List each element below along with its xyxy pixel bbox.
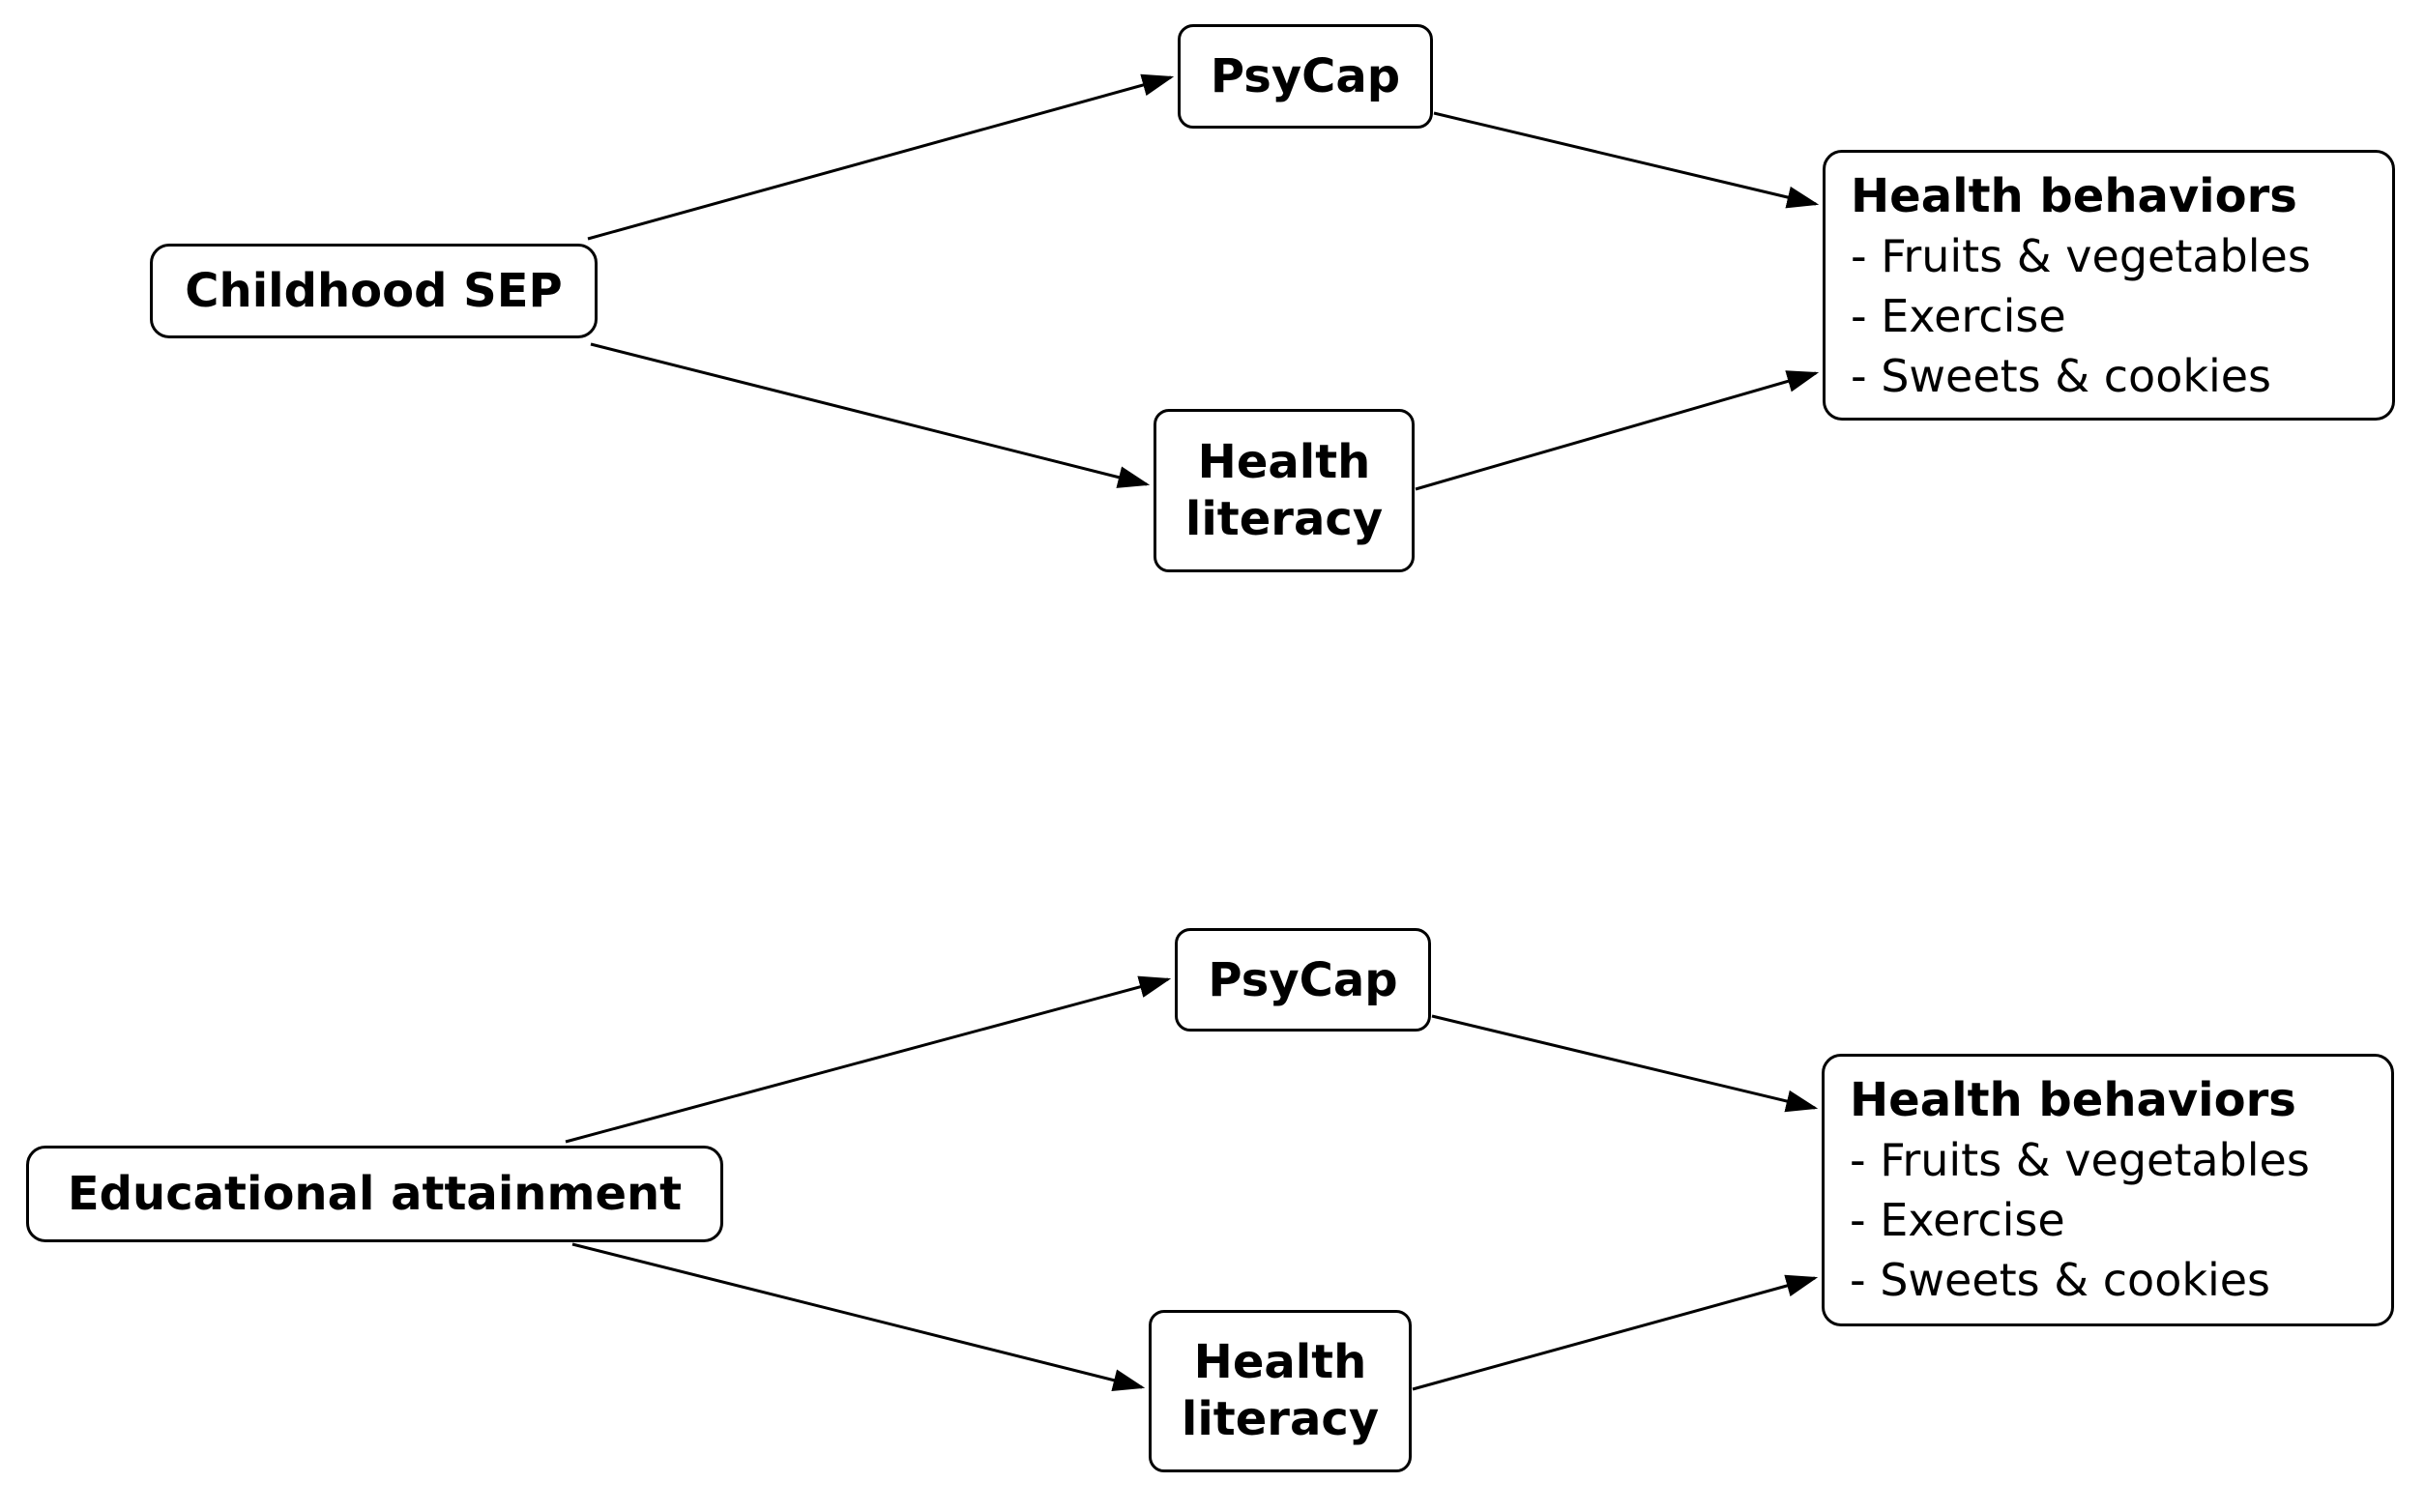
- node-health-literacy-top: Health literacy: [1154, 409, 1415, 572]
- node-health-literacy-top-label: Health literacy: [1184, 434, 1384, 546]
- health-behaviors-top-list: - Fruits & vegetables - Exercise - Sweet…: [1851, 226, 2382, 406]
- list-item: - Exercise: [1851, 290, 2066, 342]
- arrow-childhood-sep-to-health-literacy: [590, 342, 1151, 488]
- node-psycap-top: PsyCap: [1178, 24, 1433, 129]
- arrow-edu-attainment-to-psycap: [565, 975, 1172, 1144]
- list-item: - Exercise: [1850, 1194, 2065, 1246]
- arrow-health-literacy-to-health-behaviors-bottom: [1412, 1274, 1819, 1391]
- node-health-behaviors-bottom: Health behaviors - Fruits & vegetables -…: [1822, 1054, 2394, 1326]
- arrow-psycap-to-health-behaviors-top: [1433, 111, 1820, 209]
- node-educational-attainment: Educational attainment: [26, 1146, 723, 1242]
- arrow-childhood-sep-to-psycap: [587, 73, 1175, 241]
- health-behaviors-top-title: Health behaviors: [1851, 169, 2297, 223]
- arrow-edu-attainment-to-health-literacy: [571, 1242, 1146, 1391]
- node-health-literacy-bottom: Health literacy: [1149, 1310, 1412, 1472]
- health-behaviors-bottom-list: - Fruits & vegetables - Exercise - Sweet…: [1850, 1130, 2381, 1310]
- list-item: - Fruits & vegetables: [1850, 1134, 2310, 1186]
- node-health-literacy-bottom-label: Health literacy: [1181, 1335, 1380, 1446]
- arrow-health-literacy-to-health-behaviors-top: [1415, 370, 1820, 491]
- node-psycap-top-label: PsyCap: [1210, 49, 1401, 103]
- node-psycap-bottom-label: PsyCap: [1208, 952, 1398, 1007]
- node-psycap-bottom: PsyCap: [1175, 928, 1431, 1032]
- list-item: - Sweets & cookies: [1850, 1254, 2271, 1306]
- node-health-behaviors-top: Health behaviors - Fruits & vegetables -…: [1823, 150, 2395, 421]
- health-behaviors-bottom-content: Health behaviors - Fruits & vegetables -…: [1850, 1070, 2381, 1310]
- arrow-psycap-to-health-behaviors-bottom: [1431, 1014, 1819, 1113]
- node-childhood-sep-label: Childhood SEP: [185, 264, 563, 318]
- list-item: - Sweets & cookies: [1851, 350, 2272, 402]
- health-behaviors-top-content: Health behaviors - Fruits & vegetables -…: [1851, 166, 2382, 406]
- health-behaviors-bottom-title: Health behaviors: [1850, 1073, 2296, 1127]
- list-item: - Fruits & vegetables: [1851, 230, 2311, 282]
- node-childhood-sep: Childhood SEP: [150, 244, 598, 338]
- node-educational-attainment-label: Educational attainment: [67, 1167, 683, 1221]
